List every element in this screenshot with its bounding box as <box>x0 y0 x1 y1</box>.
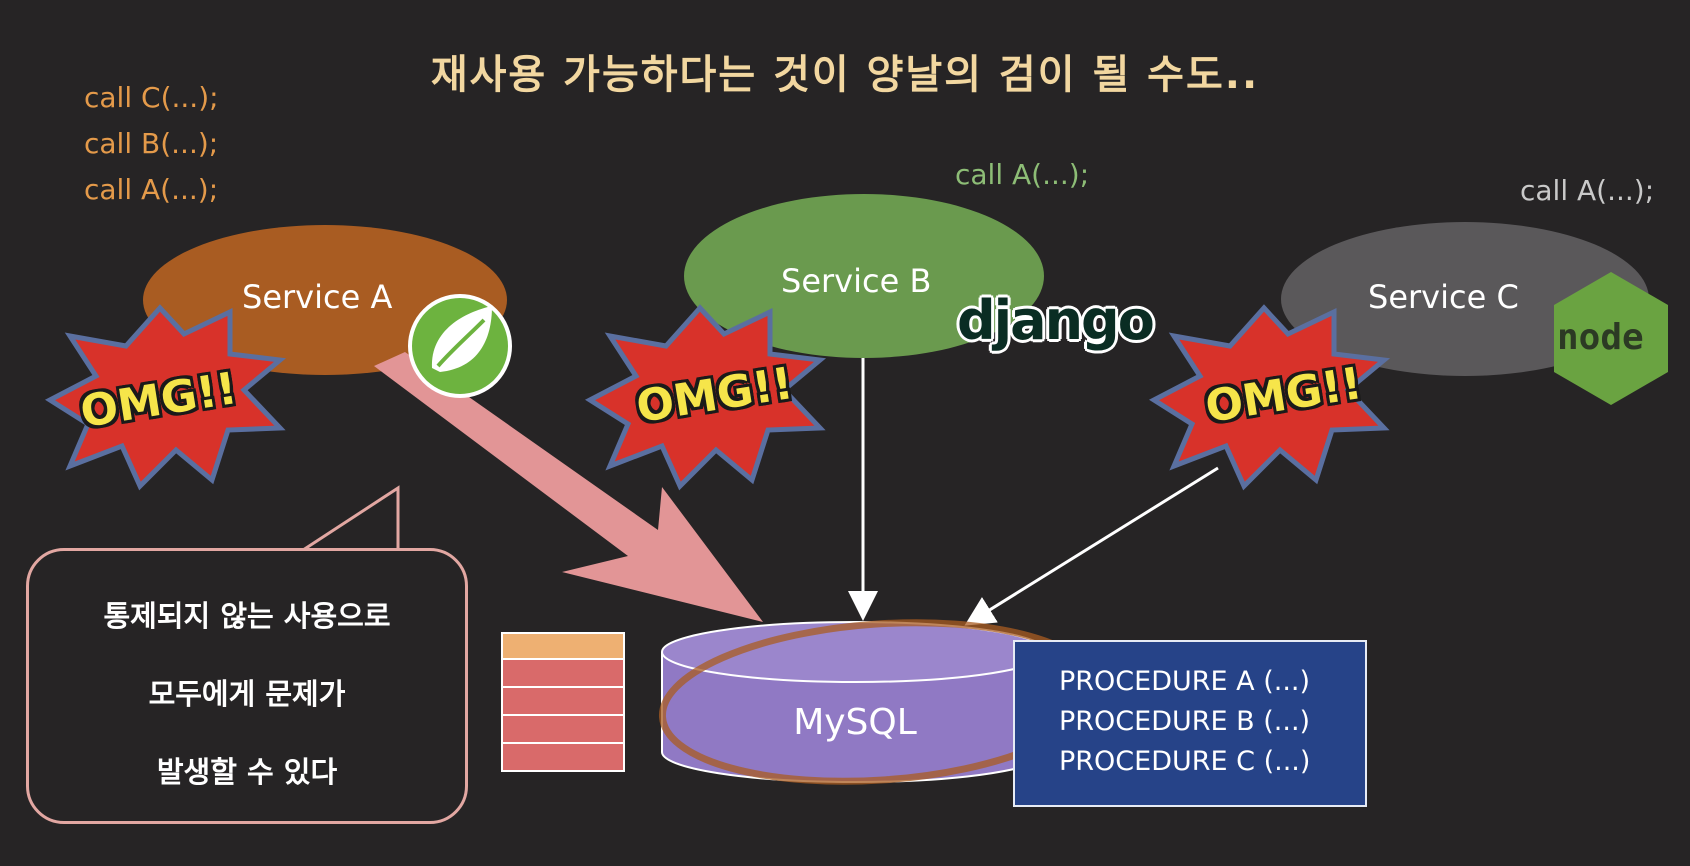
call-line: call C(...); <box>84 81 219 114</box>
bubble-line: 발생할 수 있다 <box>156 755 338 789</box>
speech-bubble: 통제되지 않는 사용으로 모두에게 문제가 발생할 수 있다 <box>26 548 468 824</box>
call-line: call B(...); <box>84 127 219 160</box>
service-b-label: Service B <box>781 262 932 300</box>
data-table-icon <box>501 632 625 772</box>
service-a-calls: call C(...); call B(...); call A(...); <box>84 75 219 213</box>
omg-burst-icon <box>1148 304 1391 491</box>
call-line: call A(...); <box>84 173 219 206</box>
procedure-note: PROCEDURE A (...) PROCEDURE B (...) PROC… <box>1013 640 1367 807</box>
service-b-call: call A(...); <box>955 158 1090 191</box>
bubble-line: 모두에게 문제가 <box>148 677 346 711</box>
arrow-c-to-db <box>964 466 1219 626</box>
procedure-line: PROCEDURE A (...) <box>1059 666 1311 697</box>
procedure-line: PROCEDURE C (...) <box>1059 746 1311 777</box>
service-b-node <box>684 194 1044 358</box>
uncontrolled-access-arrow <box>374 352 763 622</box>
omg-burst-icon <box>584 304 827 491</box>
omg-burst-icon <box>44 304 287 491</box>
service-c-label: Service C <box>1368 278 1519 316</box>
spring-logo-icon <box>408 294 512 398</box>
node-logo-text: node <box>1557 317 1644 358</box>
node-logo-icon <box>1554 272 1668 405</box>
django-logo: django <box>957 289 1155 352</box>
database-label: MySQL <box>793 702 917 743</box>
service-c-call: call A(...); <box>1520 174 1655 207</box>
speech-bubble-tail <box>299 485 400 554</box>
bubble-line: 통제되지 않는 사용으로 <box>103 599 391 633</box>
mysql-database <box>661 621 1049 783</box>
page-title: 재사용 가능하다는 것이 양날의 검이 될 수도.. <box>430 52 1260 98</box>
service-a-label: Service A <box>242 278 393 316</box>
procedure-line: PROCEDURE B (...) <box>1059 706 1311 737</box>
